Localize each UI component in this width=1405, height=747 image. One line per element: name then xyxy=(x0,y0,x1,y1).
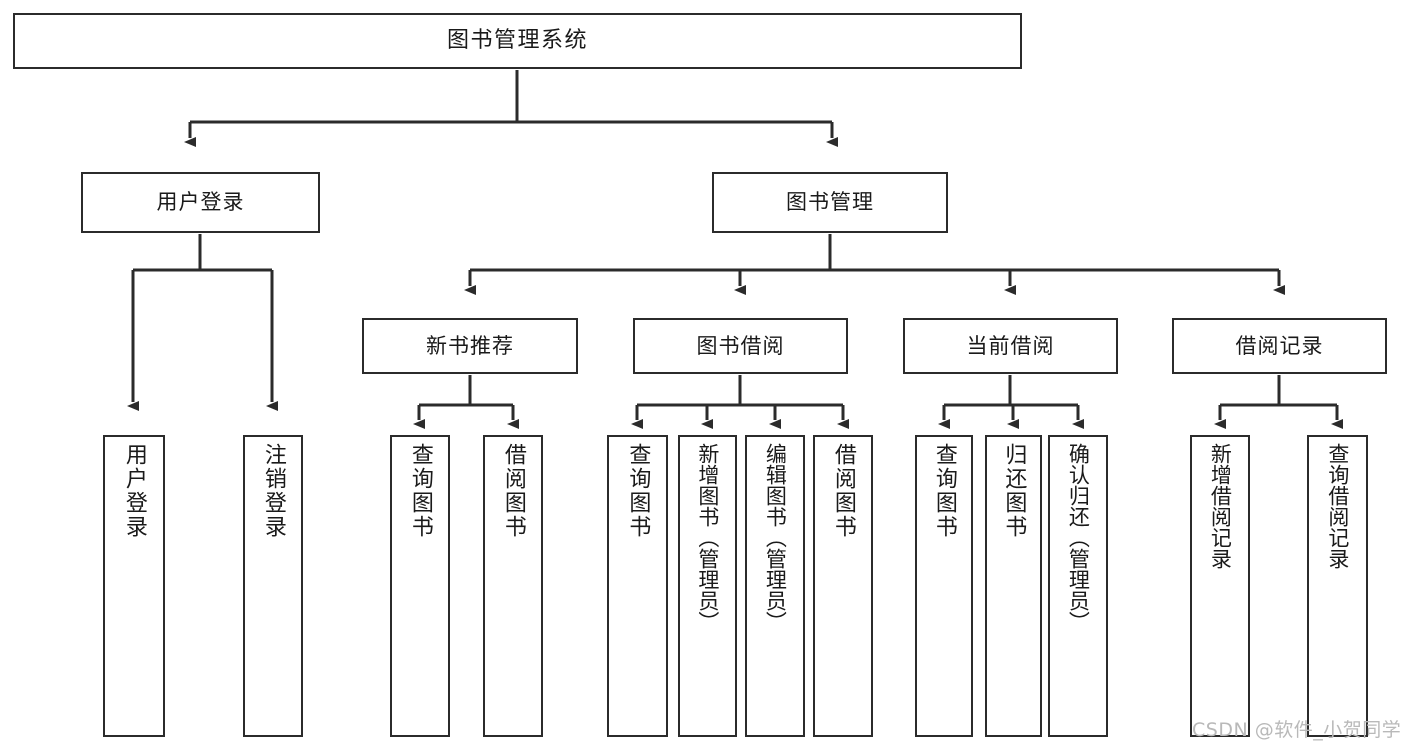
leaf-user-login[interactable]: 用户登录 xyxy=(103,435,165,737)
leaf-query-book-1-label: 查询图书 xyxy=(407,443,433,539)
leaf-borrow-book-2[interactable]: 借阅图书 xyxy=(813,435,873,737)
leaf-borrow-book-1-label: 借阅图书 xyxy=(500,443,526,539)
node-root-label: 图书管理系统 xyxy=(446,28,588,53)
node-user-login-label: 用户登录 xyxy=(156,190,245,214)
node-book-manage-label: 图书管理 xyxy=(786,190,874,214)
node-user-login[interactable]: 用户登录 xyxy=(81,172,320,233)
leaf-edit-book-label: 编辑图书（管理员） xyxy=(763,443,788,632)
leaf-confirm-return[interactable]: 确认归还（管理员） xyxy=(1048,435,1108,737)
leaf-logout-login[interactable]: 注销登录 xyxy=(243,435,303,737)
leaf-borrow-book-1[interactable]: 借阅图书 xyxy=(483,435,543,737)
leaf-query-book-2-label: 查询图书 xyxy=(625,443,651,539)
leaf-return-book[interactable]: 归还图书 xyxy=(985,435,1042,737)
leaf-add-book-label: 新增图书（管理员） xyxy=(695,443,720,632)
leaf-query-record-label: 查询借阅记录 xyxy=(1325,443,1350,569)
leaf-borrow-book-2-label: 借阅图书 xyxy=(830,443,856,539)
node-book-borrow-label: 图书借阅 xyxy=(696,333,785,358)
leaf-add-record[interactable]: 新增借阅记录 xyxy=(1190,435,1250,737)
leaf-query-book-1[interactable]: 查询图书 xyxy=(390,435,450,737)
node-new-book-recommend[interactable]: 新书推荐 xyxy=(362,318,578,374)
leaf-query-book-3-label: 查询图书 xyxy=(931,443,957,539)
node-current-borrow[interactable]: 当前借阅 xyxy=(903,318,1118,374)
node-borrow-record-label: 借阅记录 xyxy=(1235,333,1324,358)
node-new-book-recommend-label: 新书推荐 xyxy=(426,333,514,358)
node-borrow-record[interactable]: 借阅记录 xyxy=(1172,318,1387,374)
leaf-query-record[interactable]: 查询借阅记录 xyxy=(1307,435,1368,737)
node-current-borrow-label: 当前借阅 xyxy=(966,333,1055,358)
leaf-confirm-return-label: 确认归还（管理员） xyxy=(1066,443,1091,632)
node-root[interactable]: 图书管理系统 xyxy=(13,13,1022,69)
leaf-query-book-3[interactable]: 查询图书 xyxy=(915,435,973,737)
leaf-edit-book[interactable]: 编辑图书（管理员） xyxy=(745,435,805,737)
node-book-manage[interactable]: 图书管理 xyxy=(712,172,948,233)
leaf-add-record-label: 新增借阅记录 xyxy=(1208,443,1233,569)
leaf-add-book[interactable]: 新增图书（管理员） xyxy=(678,435,737,737)
leaf-return-book-label: 归还图书 xyxy=(1001,443,1027,539)
leaf-logout-login-label: 注销登录 xyxy=(260,443,286,539)
leaf-query-book-2[interactable]: 查询图书 xyxy=(607,435,668,737)
node-book-borrow[interactable]: 图书借阅 xyxy=(633,318,848,374)
leaf-user-login-label: 用户登录 xyxy=(121,443,147,539)
